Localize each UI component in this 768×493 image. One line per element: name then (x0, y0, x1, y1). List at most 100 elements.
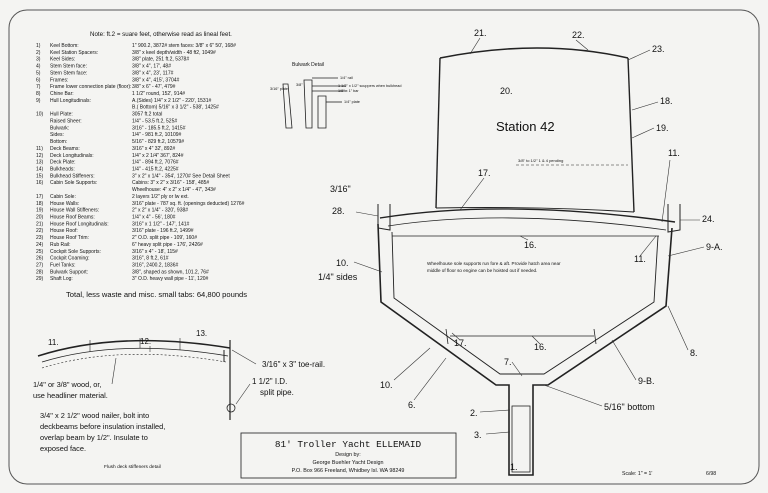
item-number: 3) (36, 57, 41, 63)
item-number: 12) (36, 153, 44, 159)
item-name: Bulwark Support: (50, 269, 88, 275)
sheet-border (8, 9, 760, 485)
item-number: 26) (36, 256, 44, 262)
callout-3: 3. (474, 430, 482, 440)
item-spec: 3/8" plate, 251 ft.2, 5378# (132, 57, 189, 63)
item-name: Cabin Sole Supports: (50, 180, 97, 186)
item-spec: 3/16" x 4" 32', 892# (132, 146, 175, 152)
house-sill (435, 207, 635, 213)
callout-3-16: 3/16" (330, 184, 351, 194)
bulwark-note-scuppers: 1 1/2" x 1/2" scuppers when bulkhead (338, 84, 402, 88)
bulwark-section-c (317, 95, 327, 129)
deck-detail (37, 338, 236, 420)
nailer-label-3: overlap beam by 1/2". Insulate to (40, 433, 148, 442)
callout-23: 23. (652, 44, 665, 54)
item-number: 20) (36, 215, 44, 221)
split-pipe-section (226, 403, 236, 413)
callout-21: 21. (474, 28, 487, 38)
item-number: 22) (36, 228, 44, 234)
callout-11-top: 11. (668, 148, 680, 158)
item-spec: 6" heavy split pipe - 176', 2426# (132, 242, 203, 248)
item-name: Bulwark: (50, 125, 69, 131)
callout-2: 2. (470, 408, 478, 418)
callout-5-16-bottom: 5/16" bottom (604, 402, 655, 412)
item-spec: 3/8", shaped as shown, 101.2, 76# (132, 269, 209, 275)
drawing-title: 81' Troller Yacht ELLEMAID (275, 439, 422, 450)
split-pipe-label-1: 1 1/2" I.D. (252, 377, 287, 386)
item-number: 13) (36, 160, 44, 166)
deck-beam-curve (41, 347, 229, 363)
item-spec: 3" O.D. heavy wall pipe - 11', 120# (132, 276, 209, 282)
item-spec: 1/4" - 415 ft.2, 4225# (132, 167, 179, 173)
item-spec: 1/4" - 894 ft.2, 7076# (132, 160, 179, 166)
item-spec: 2" O.D. split pipe - 109', 160# (132, 235, 197, 241)
deck-beam (387, 217, 667, 231)
callout-6: 6. (408, 400, 416, 410)
item-number: 16) (36, 180, 44, 186)
leader-lines (353, 37, 705, 435)
item-number: 25) (36, 249, 44, 255)
item-spec: 3/8" x 4", 17', 48# (132, 64, 171, 70)
item-name: Rub Rail: (50, 242, 71, 248)
item-name: Cockpit Sole Supports: (50, 249, 101, 255)
callout-17-top: 17. (478, 168, 491, 178)
callout-16-top: 16. (524, 240, 537, 250)
item-number: 14) (36, 167, 44, 173)
bulwark-label-size: 3/8" (296, 83, 303, 87)
house-wall-starboard (627, 57, 635, 213)
wood-label-2: use headliner material. (33, 391, 108, 400)
item-number: 6) (36, 77, 41, 83)
item-name: House Walls: (50, 201, 79, 207)
item-name: House Wall Stiffeners: (50, 208, 99, 214)
item-number: 8) (36, 91, 41, 97)
item-number: 28) (36, 269, 44, 275)
hull-shell-outer (377, 223, 673, 476)
bulwark-note-bar: 1/8" x 1" bar (338, 89, 359, 93)
stiffener-note: 3/8" to 1/2" 1 & 4 pending (518, 158, 563, 163)
materials-items: 1) Keel Bottom: 1" 900.2, 3872# stem faces… (36, 43, 245, 282)
item-name: Fuel Tanks: (50, 263, 75, 269)
item-spec: 3" x 2" x 1/4" - 354', 1270# See Detail … (132, 173, 230, 179)
keel (511, 405, 531, 473)
callout-9a: 9-A. (706, 242, 723, 252)
deck-callout-11: 11. (48, 338, 59, 347)
bulwark-label-plate: 3/16" plate (270, 87, 288, 91)
item-number: 29) (36, 276, 44, 282)
materials-list: Note: ft.2 = suare feet, otherwise read … (36, 31, 247, 299)
item-spec: 3/8" x 6" - 47', 479# (132, 84, 176, 90)
item-name: Stern Stem face: (50, 70, 87, 76)
item-name: Bottom: (50, 139, 67, 145)
callout-1: 1. (510, 462, 518, 472)
callout-22: 22. (572, 30, 585, 40)
total-weight: Total, less waste and misc. small tabs: … (66, 290, 247, 299)
bulwark-section-b (303, 79, 313, 129)
item-name: Deck Longitudinals: (50, 153, 94, 159)
item-name: Stem Stem face: (50, 64, 87, 70)
item-spec: 3/16" - 185.5 ft.2, 1415# (132, 125, 186, 131)
item-name: House Roof: (50, 228, 78, 234)
item-name: Bulkheads: (50, 167, 75, 173)
item-name: Hull Plate: (50, 112, 73, 118)
designer-address: P.O. Box 966 Freeland, Whidbey Isl. WA 9… (292, 468, 405, 474)
item-number: 7) (36, 84, 41, 90)
item-number: 1) (36, 43, 41, 49)
item-name: Raised Sheer: (50, 119, 82, 125)
item-spec: 1/4" - 981 ft.2, 10109# (132, 132, 182, 138)
item-spec: 1 1/2" round, 152', 914# (132, 91, 185, 97)
item-name: Keel Bottom: (50, 43, 79, 49)
item-name: Cabin Sole: (50, 194, 76, 200)
callout-18: 18. (660, 96, 673, 106)
item-name: Keel Sides: (50, 57, 75, 63)
item-spec: 3/16" plate - 196 ft.2, 1499# (132, 228, 194, 234)
item-number: 21) (36, 221, 44, 227)
callout-28: 28. (332, 206, 345, 216)
deck-detail-caption: Flush deck stiffeners detail (104, 464, 161, 470)
item-number: 9) (36, 98, 41, 104)
item-number: 15) (36, 173, 44, 179)
item-spec: 2 layers 1/2" ply or lw ext. (132, 194, 189, 200)
drawing-scale: Scale: 1" = 1' (622, 471, 652, 477)
item-spec: 1" 900.2, 3872# stem faces: 3/8" x 6" 50… (132, 43, 236, 49)
bulwark-note-rail: 1/4" rail (340, 76, 353, 80)
nailer-label-2: deckbeams before insulation installed, (40, 422, 165, 431)
